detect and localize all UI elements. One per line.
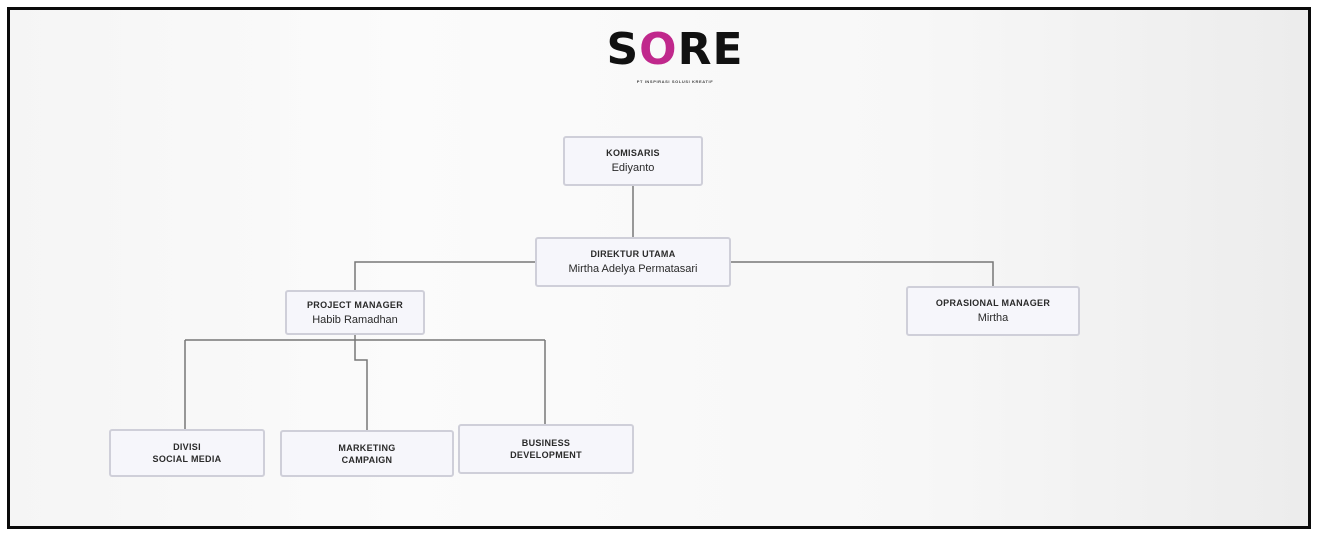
node-operasional-manager: OPRASIONAL MANAGER Mirtha xyxy=(906,286,1080,336)
node-project-manager: PROJECT MANAGER Habib Ramadhan xyxy=(285,290,425,335)
node-role: MARKETING CAMPAIGN xyxy=(338,442,396,465)
node-role: DIREKTUR UTAMA xyxy=(590,249,676,259)
node-person: Mirtha xyxy=(977,312,1009,324)
org-chart-canvas: SORE PT INSPIRASI SOLUSI KREATIF KOMISAR… xyxy=(7,7,1311,529)
company-logo: SORE PT INSPIRASI SOLUSI KREATIF xyxy=(590,24,760,96)
node-role: KOMISARIS xyxy=(606,148,660,158)
node-person: Habib Ramadhan xyxy=(312,313,398,326)
logo-wordmark: SORE xyxy=(606,24,744,75)
connector-lines xyxy=(184,186,994,430)
node-marketing-campaign: MARKETING CAMPAIGN xyxy=(280,430,454,477)
connector-pm-marketing xyxy=(354,340,368,430)
node-person: Ediyanto xyxy=(611,162,655,174)
node-business-development: BUSINESS DEVELOPMENT xyxy=(458,424,634,474)
node-komisaris: KOMISARIS Ediyanto xyxy=(563,136,703,186)
node-divisi-social-media: DIVISI SOCIAL MEDIA xyxy=(109,429,265,477)
node-person: Mirtha Adelya Permatasari xyxy=(568,263,698,275)
node-role: DIVISI SOCIAL MEDIA xyxy=(152,442,222,464)
logo-tagline: PT INSPIRASI SOLUSI KREATIF xyxy=(636,79,714,84)
node-role: OPRASIONAL MANAGER xyxy=(935,298,1051,308)
connector-direktur-opsional xyxy=(731,261,994,286)
node-role: PROJECT MANAGER xyxy=(306,299,403,310)
connector-direktur-pm xyxy=(354,261,535,290)
node-direktur-utama: DIREKTUR UTAMA Mirtha Adelya Permatasari xyxy=(535,237,731,287)
node-role: BUSINESS DEVELOPMENT xyxy=(510,438,582,460)
